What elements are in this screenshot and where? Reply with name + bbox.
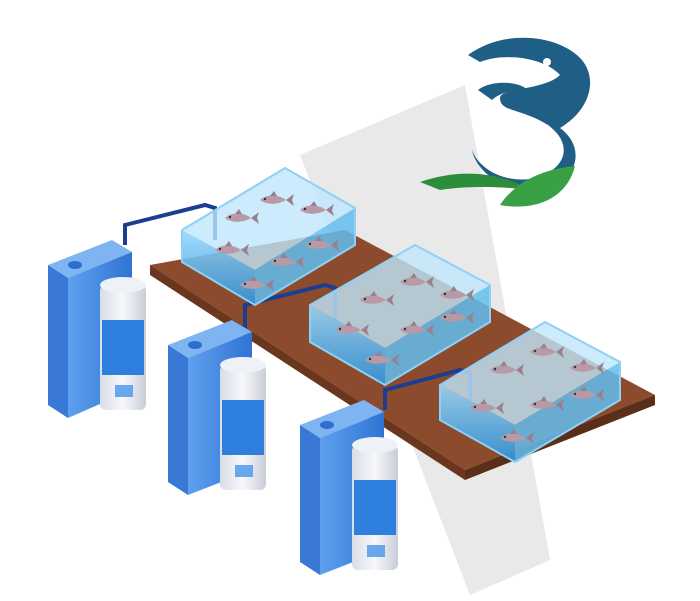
fish-and-leaf-logo (420, 37, 591, 207)
filter-unit-1 (48, 240, 146, 418)
filter-unit-2 (168, 320, 266, 495)
tank-3 (439, 320, 621, 464)
filter-unit-3 (300, 400, 398, 575)
tank-2 (309, 243, 491, 387)
tank-1 (181, 166, 356, 307)
